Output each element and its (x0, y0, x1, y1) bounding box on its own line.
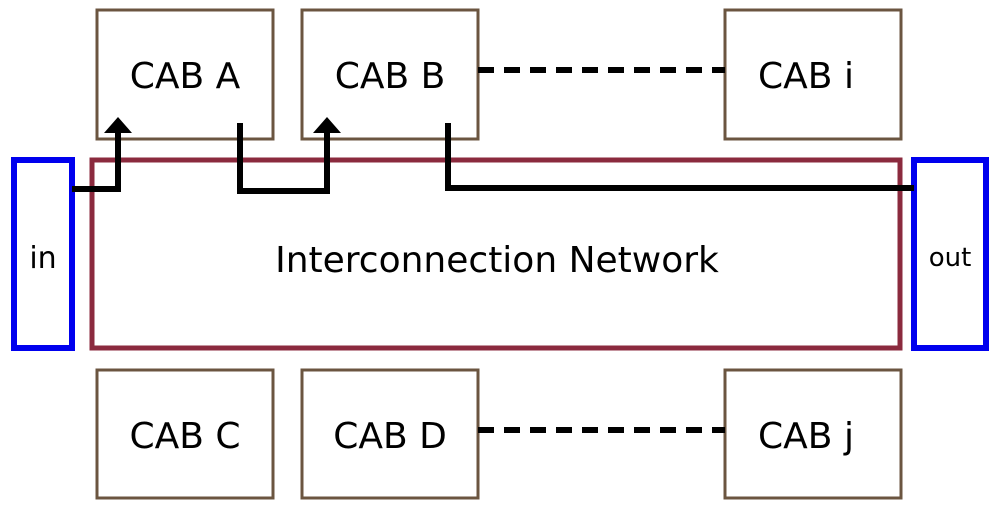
cab-i: CAB i (723, 8, 903, 141)
output-port: out (911, 157, 989, 351)
cab-i-label: CAB i (758, 56, 854, 97)
cab-c-label: CAB C (129, 416, 240, 457)
cab-j: CAB j (723, 368, 903, 500)
path-in-to-cab-a (72, 132, 121, 192)
interconnection-network: Interconnection Network (89, 157, 903, 351)
network-label: Interconnection Network (275, 240, 719, 281)
cab-b: CAB B (300, 8, 480, 141)
cab-i-box (723, 8, 903, 141)
cab-b-box (300, 8, 480, 141)
cab-j-box (723, 368, 903, 500)
cab-d: CAB D (300, 368, 480, 500)
arrow-up-icon (104, 117, 132, 133)
arrow-up-icon (313, 117, 341, 133)
input-port: in (11, 157, 75, 351)
path-cab-b-to-out (445, 123, 914, 191)
cab-c-box (95, 368, 275, 500)
cab-a-box (95, 8, 275, 141)
in-box (11, 157, 75, 351)
cab-a-label: CAB A (130, 56, 241, 97)
cab-d-label: CAB D (333, 416, 447, 457)
cab-c: CAB C (95, 368, 275, 500)
out-label: out (929, 243, 972, 273)
network-box (89, 157, 903, 351)
path-cab-a-to-cab-b (237, 123, 330, 194)
cab-j-label: CAB j (758, 416, 854, 457)
in-label: in (29, 241, 56, 276)
cab-b-label: CAB B (335, 56, 446, 97)
out-box (911, 157, 989, 351)
cab-a: CAB A (95, 8, 275, 141)
cab-d-box (300, 368, 480, 500)
